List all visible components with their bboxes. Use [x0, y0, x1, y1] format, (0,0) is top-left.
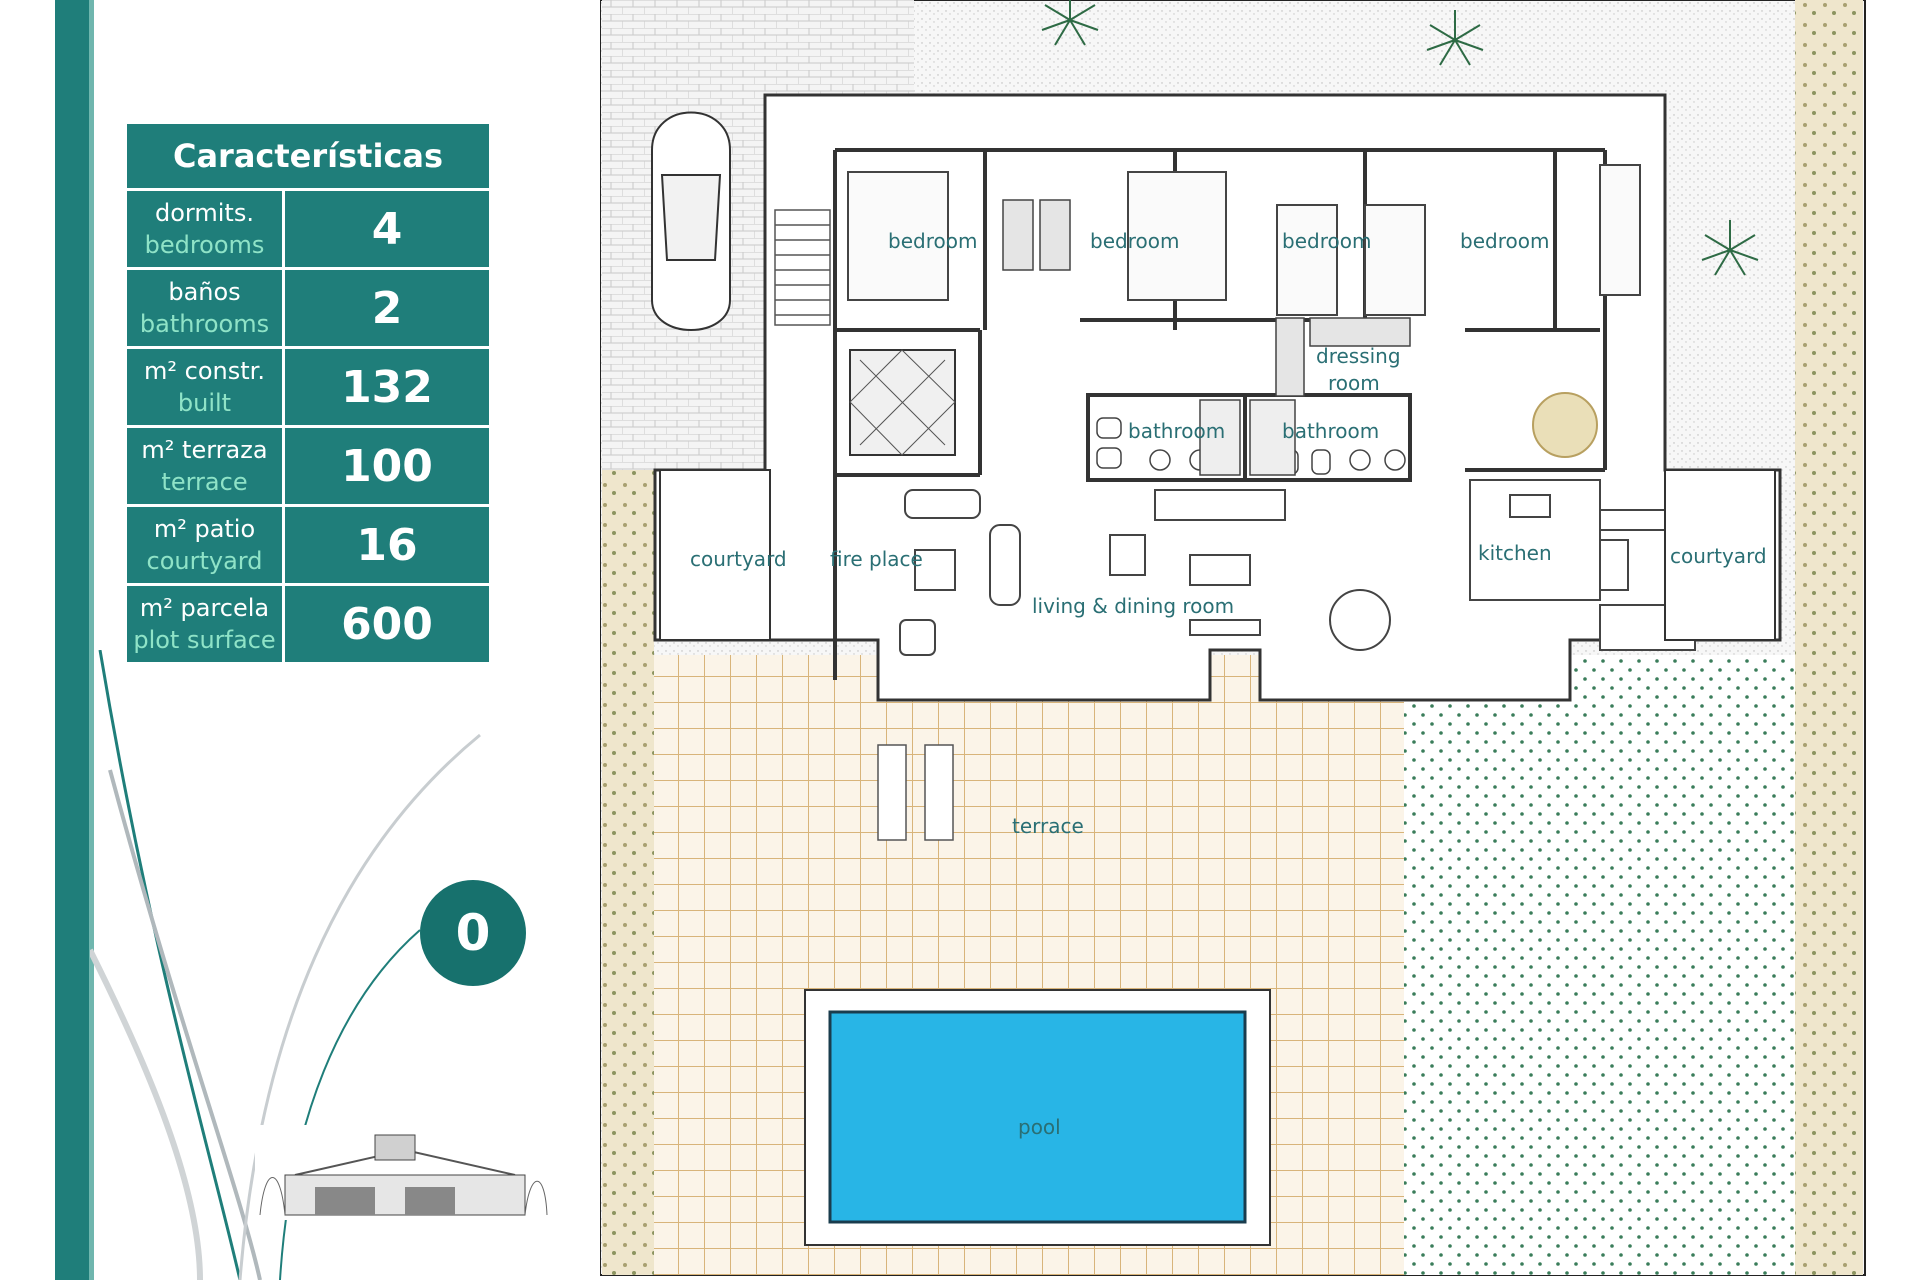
shrub [1532, 392, 1598, 458]
feature-row-plot: m² parcela plot surface 600 [127, 586, 489, 662]
feature-row-bathrooms: baños bathrooms 2 [127, 270, 489, 346]
label-fire-place: fire place [830, 547, 923, 571]
feature-value: 100 [285, 428, 489, 504]
label-bedroom: bedroom [1282, 229, 1371, 253]
palm-plants [1041, 0, 1759, 276]
feature-row-courtyard: m² patio courtyard 16 [127, 507, 489, 583]
label-bedroom: bedroom [888, 229, 977, 253]
label-pool: pool [1018, 1115, 1061, 1139]
bed [847, 171, 949, 301]
feature-label-en: plot surface [133, 626, 276, 654]
feature-label-en: bathrooms [139, 310, 270, 338]
bed [1599, 164, 1641, 296]
feature-label-es: m² terraza [141, 436, 268, 464]
feature-label-en: terrace [161, 468, 248, 496]
left-decorative-bar [55, 0, 93, 1280]
pool-water [828, 1010, 1247, 1224]
label-courtyard: courtyard [690, 547, 787, 571]
left-decorative-stripe [89, 0, 94, 1280]
label-bedroom: bedroom [1460, 229, 1549, 253]
feature-value: 4 [285, 191, 489, 267]
bed [1127, 171, 1227, 301]
feature-label-es: m² patio [153, 515, 256, 543]
feature-value: 2 [285, 270, 489, 346]
feature-label-en: built [177, 389, 232, 417]
feature-row-bedrooms: dormits. bedrooms 4 [127, 191, 489, 267]
feature-label-es: m² constr. [144, 357, 265, 385]
floor-plan: bedroom bedroom bedroom bedroom dressing… [600, 0, 1866, 1276]
bed [1364, 204, 1426, 316]
courtyard-right [1664, 469, 1776, 641]
label-terrace: terrace [1012, 814, 1084, 838]
feature-value: 600 [285, 586, 489, 662]
features-title: Características [127, 124, 489, 188]
feature-row-built: m² constr. built 132 [127, 349, 489, 425]
sun-loungers [877, 744, 954, 841]
label-kitchen: kitchen [1478, 541, 1552, 565]
label-bathroom: bathroom [1128, 419, 1225, 443]
label-courtyard: courtyard [1670, 544, 1767, 568]
feature-value: 16 [285, 507, 489, 583]
stairs [774, 209, 831, 326]
car [651, 111, 731, 331]
feature-label-es: m² parcela [139, 594, 270, 622]
feature-label-es: dormits. [155, 199, 254, 227]
label-bathroom: bathroom [1282, 419, 1379, 443]
house-sketch-image [255, 1125, 550, 1220]
features-panel: Características dormits. bedrooms 4 baños… [127, 124, 489, 665]
label-dressing: dressing [1316, 344, 1401, 368]
feature-label-en: courtyard [146, 547, 263, 575]
feature-label-en: bedrooms [144, 231, 265, 259]
label-bedroom: bedroom [1090, 229, 1179, 253]
lawn-area [1404, 655, 1795, 1275]
decorative-curves [90, 650, 481, 1280]
feature-value: 132 [285, 349, 489, 425]
label-living-dining: living & dining room [1032, 594, 1234, 618]
floor-badge: 0 [420, 880, 526, 986]
label-dressing-room: room [1328, 371, 1380, 395]
feature-row-terrace: m² terraza terrace 100 [127, 428, 489, 504]
hedge-right [1795, 0, 1863, 1275]
courtyard-left [659, 469, 771, 641]
bed [1276, 204, 1338, 316]
feature-label-es: baños [168, 278, 241, 306]
hedge-left [602, 470, 654, 1275]
